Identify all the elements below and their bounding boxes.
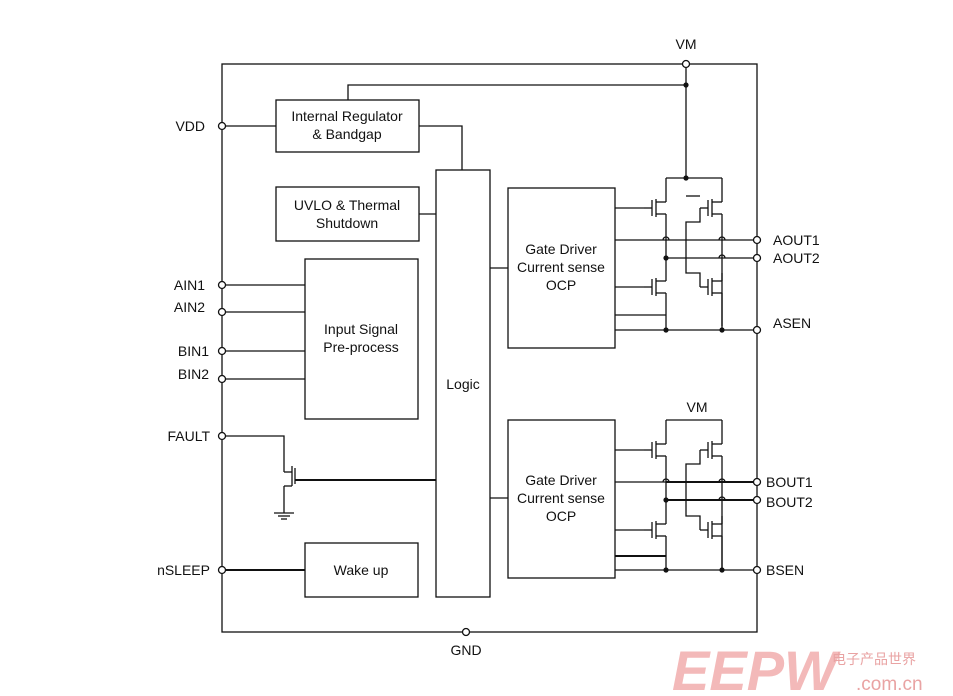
pin-ain2 <box>217 307 227 317</box>
input-signal-block <box>304 258 419 420</box>
h-bridge-a <box>615 175 757 333</box>
pin-label-asen: ASEN <box>773 315 811 331</box>
pin-aout1 <box>752 235 762 245</box>
pin-label-vm: VM <box>676 36 697 52</box>
gate-driver-a-block <box>507 187 616 349</box>
pin-bout1 <box>752 477 762 487</box>
logic-label: Logic <box>446 376 479 392</box>
fault-transistor <box>274 462 436 520</box>
gate-driver-a-label-1: Gate Driver <box>525 241 597 257</box>
wake-up-block <box>304 542 419 598</box>
pin-label-ain2: AIN2 <box>174 299 205 315</box>
pin-bin1 <box>217 346 227 356</box>
pin-label-nsleep: nSLEEP <box>157 562 210 578</box>
pin-ain1 <box>217 280 227 290</box>
gate-driver-b-label-2: Current sense <box>517 490 605 506</box>
watermark-site: .com.cn <box>856 674 923 695</box>
pin-gnd <box>461 627 471 637</box>
pin-vdd <box>217 121 227 131</box>
pin-label-bout2: BOUT2 <box>766 494 813 510</box>
gate-driver-a-label-3: OCP <box>546 277 576 293</box>
gate-driver-b-label-1: Gate Driver <box>525 472 597 488</box>
logic-block <box>435 169 491 598</box>
uvlo-label-1: UVLO & Thermal <box>294 197 400 213</box>
pin-vm <box>681 59 691 69</box>
input-signal-label-2: Pre-process <box>323 339 398 355</box>
vm-inner-label: VM <box>687 399 708 415</box>
pin-label-ain1: AIN1 <box>174 277 205 293</box>
pin-nsleep <box>217 565 227 575</box>
pin-label-aout1: AOUT1 <box>773 232 820 248</box>
gate-driver-b-block <box>507 419 616 579</box>
pin-asen <box>752 325 762 335</box>
watermark-cn: 电子产品世界 <box>832 652 916 668</box>
uvlo-block <box>275 186 420 242</box>
regulator-label-1: Internal Regulator <box>291 108 403 124</box>
pin-bout2 <box>752 495 762 505</box>
regulator-label-2: & Bandgap <box>312 126 381 142</box>
gate-driver-a-label-2: Current sense <box>517 259 605 275</box>
pin-label-gnd: GND <box>450 642 481 658</box>
pin-aout2 <box>752 253 762 263</box>
pin-label-bin1: BIN1 <box>178 343 209 359</box>
regulator-block <box>275 99 420 153</box>
uvlo-label-2: Shutdown <box>316 215 378 231</box>
pin-label-bout1: BOUT1 <box>766 474 813 490</box>
watermark-logo: EEPW <box>672 639 841 696</box>
wake-up-label: Wake up <box>334 562 389 578</box>
pin-label-fault: FAULT <box>167 428 210 444</box>
pin-label-bsen: BSEN <box>766 562 804 578</box>
pin-bin2 <box>217 374 227 384</box>
gate-driver-b-label-3: OCP <box>546 508 576 524</box>
pin-label-vdd: VDD <box>175 118 205 134</box>
input-signal-label-1: Input Signal <box>324 321 398 337</box>
pin-fault <box>217 431 227 441</box>
pin-label-aout2: AOUT2 <box>773 250 820 266</box>
pin-label-bin2: BIN2 <box>178 366 209 382</box>
pin-bsen <box>752 565 762 575</box>
h-bridge-b <box>615 419 757 573</box>
eepw-watermark: EEPW 电子产品世界 .com.cn <box>672 639 923 696</box>
